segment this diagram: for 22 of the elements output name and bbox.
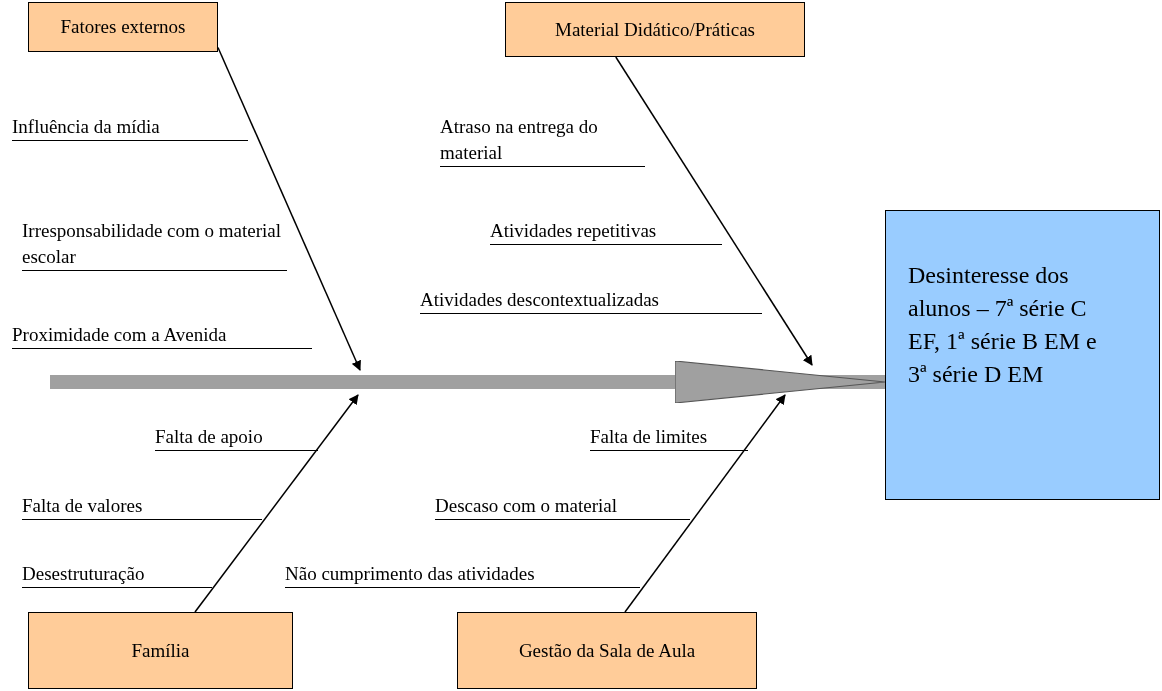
spine-arrow: [50, 360, 886, 404]
cause-label: Não cumprimento das atividades: [285, 561, 640, 588]
cause-label: Irresponsabilidade com o material escolar: [22, 218, 287, 271]
cause-label: Proximidade com a Avenida: [12, 322, 312, 349]
arrow: [624, 394, 786, 613]
category-box: Fatores externos: [28, 2, 218, 52]
cause-label: Falta de apoio: [155, 424, 318, 451]
cause-label: Influência da mídia: [12, 114, 248, 141]
cause-label: Atividades repetitivas: [490, 218, 722, 245]
cause-label: Falta de valores: [22, 493, 262, 520]
arrow: [217, 46, 361, 371]
effect-box: Desinteresse dos alunos – 7ª série C EF, 1ª série B EM e 3ª série D EM: [885, 210, 1160, 500]
cause-label: Desestruturação: [22, 561, 212, 588]
cause-label: Descaso com o material: [435, 493, 690, 520]
cause-label: Falta de limites: [590, 424, 748, 451]
category-box: Gestão da Sala de Aula: [457, 612, 757, 689]
category-box: Família: [28, 612, 293, 689]
arrow: [194, 394, 359, 613]
cause-label: Atraso na entrega do material: [440, 114, 645, 167]
category-box: Material Didático/Práticas: [505, 2, 805, 57]
cause-label: Atividades descontextualizadas: [420, 287, 762, 314]
arrow: [615, 56, 813, 366]
